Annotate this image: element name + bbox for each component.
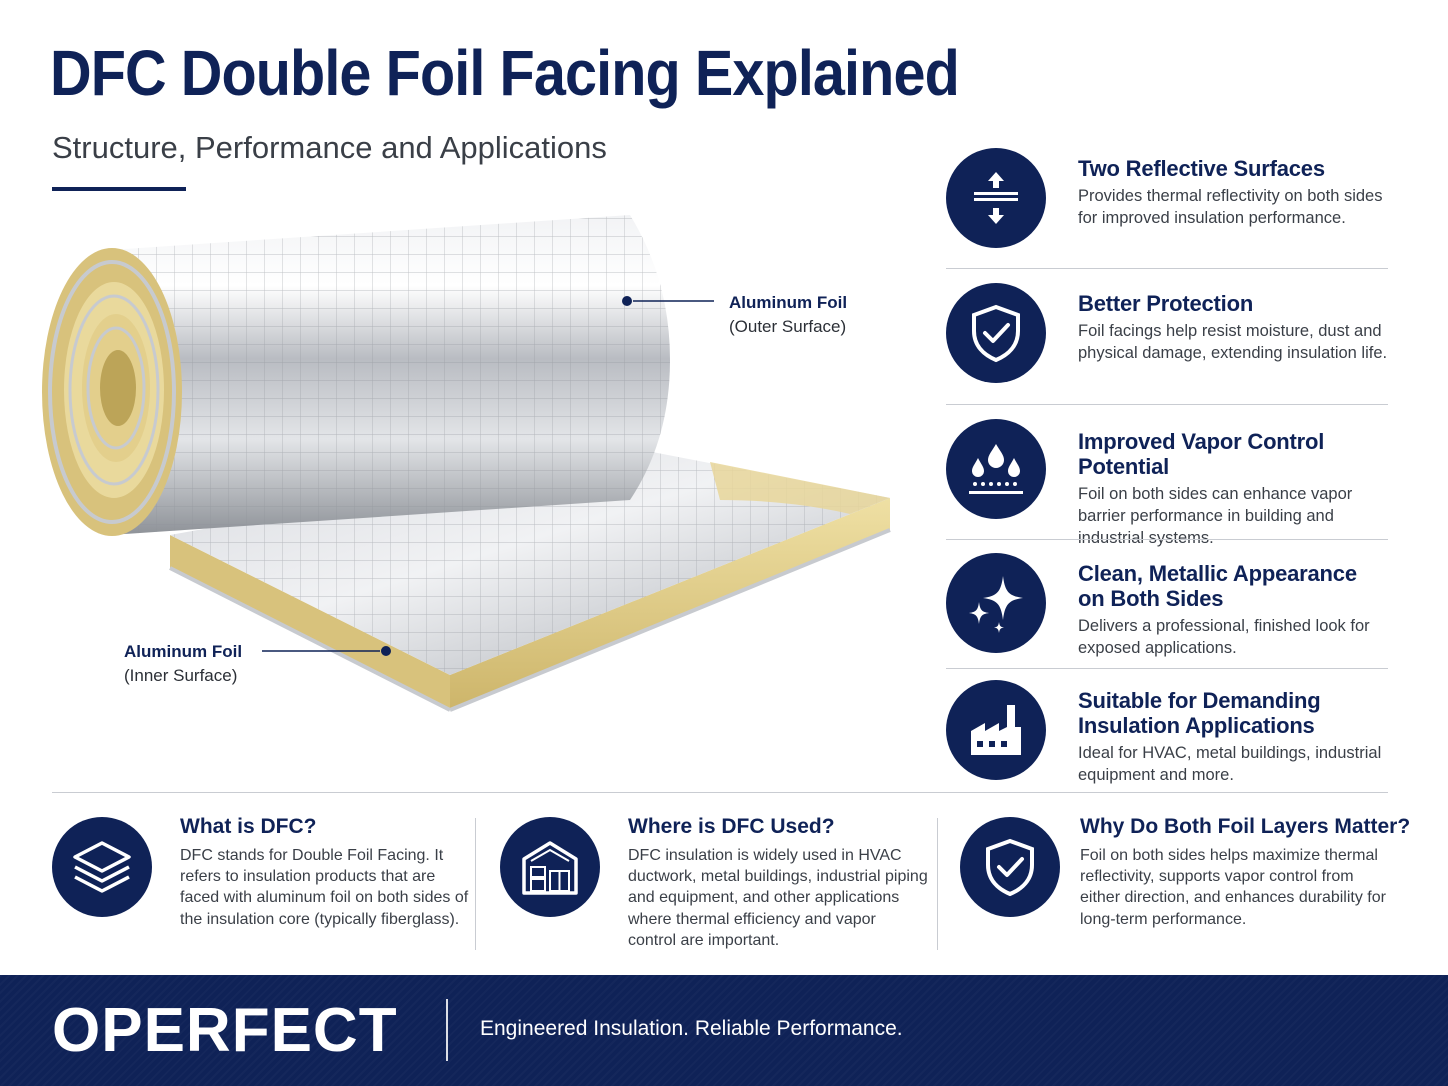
callout-inner-title: Aluminum Foil — [124, 642, 243, 661]
callout-inner-detail: (Inner Surface) — [124, 666, 238, 685]
info-divider — [475, 818, 476, 950]
page-title: DFC Double Foil Facing Explained — [50, 37, 960, 109]
feature-text: Foil facings help resist moisture, dust … — [1078, 322, 1388, 362]
section-divider — [52, 792, 1388, 793]
info-divider — [937, 818, 938, 950]
callout-outer-detail: (Outer Surface) — [729, 317, 847, 336]
page-subtitle: Structure, Performance and Applications — [52, 130, 607, 165]
brand-logo: OPERFECT — [52, 996, 398, 1065]
building-icon — [500, 817, 600, 917]
footer-separator — [446, 999, 448, 1061]
info-text: DFC stands for Double Foil Facing. It re… — [180, 847, 469, 928]
footer-bar: OPERFECT Engineered Insulation. Reliable… — [0, 975, 1448, 1086]
feature-title: Suitable for Demanding Insulation Applic… — [1078, 688, 1321, 738]
info-title: Why Do Both Foil Layers Matter? — [1080, 815, 1411, 838]
info-text: Foil on both sides helps maximize therma… — [1080, 847, 1386, 928]
feature-title: Clean, Metallic Appearance on Both Sides — [1078, 561, 1357, 611]
feature-divider — [946, 668, 1388, 669]
footer-tagline: Engineered Insulation. Reliable Performa… — [480, 1017, 903, 1040]
shield-check-icon — [960, 817, 1060, 917]
reflective-arrows-icon — [946, 148, 1046, 248]
shield-check-icon — [946, 283, 1046, 383]
callout-inner-foil: Aluminum Foil (Inner Surface) — [124, 642, 242, 686]
info-title: What is DFC? — [180, 815, 317, 838]
feature-title: Better Protection — [1078, 291, 1254, 316]
callout-outer-foil: Aluminum Foil (Outer Surface) — [729, 293, 847, 337]
info-title: Where is DFC Used? — [628, 815, 835, 838]
factory-icon — [946, 680, 1046, 780]
insulation-roll-illustration — [42, 215, 891, 712]
feature-title: Improved Vapor Control Potential — [1078, 429, 1325, 479]
feature-text: Ideal for HVAC, metal buildings, industr… — [1078, 744, 1382, 784]
callout-outer-title: Aluminum Foil — [729, 293, 848, 312]
feature-text: Provides thermal reflectivity on both si… — [1078, 187, 1383, 227]
feature-text: Delivers a professional, finished look f… — [1078, 617, 1370, 657]
feature-title: Two Reflective Surfaces — [1078, 156, 1325, 181]
feature-text: Foil on both sides can enhance vapor bar… — [1078, 485, 1353, 547]
sparkle-icon — [946, 553, 1046, 653]
feature-divider — [946, 268, 1388, 269]
layers-icon — [52, 817, 152, 917]
feature-divider — [946, 404, 1388, 405]
info-text: DFC insulation is widely used in HVAC du… — [628, 847, 928, 949]
title-underline — [52, 187, 186, 191]
water-drops-icon — [946, 419, 1046, 519]
feature-divider — [946, 539, 1388, 540]
